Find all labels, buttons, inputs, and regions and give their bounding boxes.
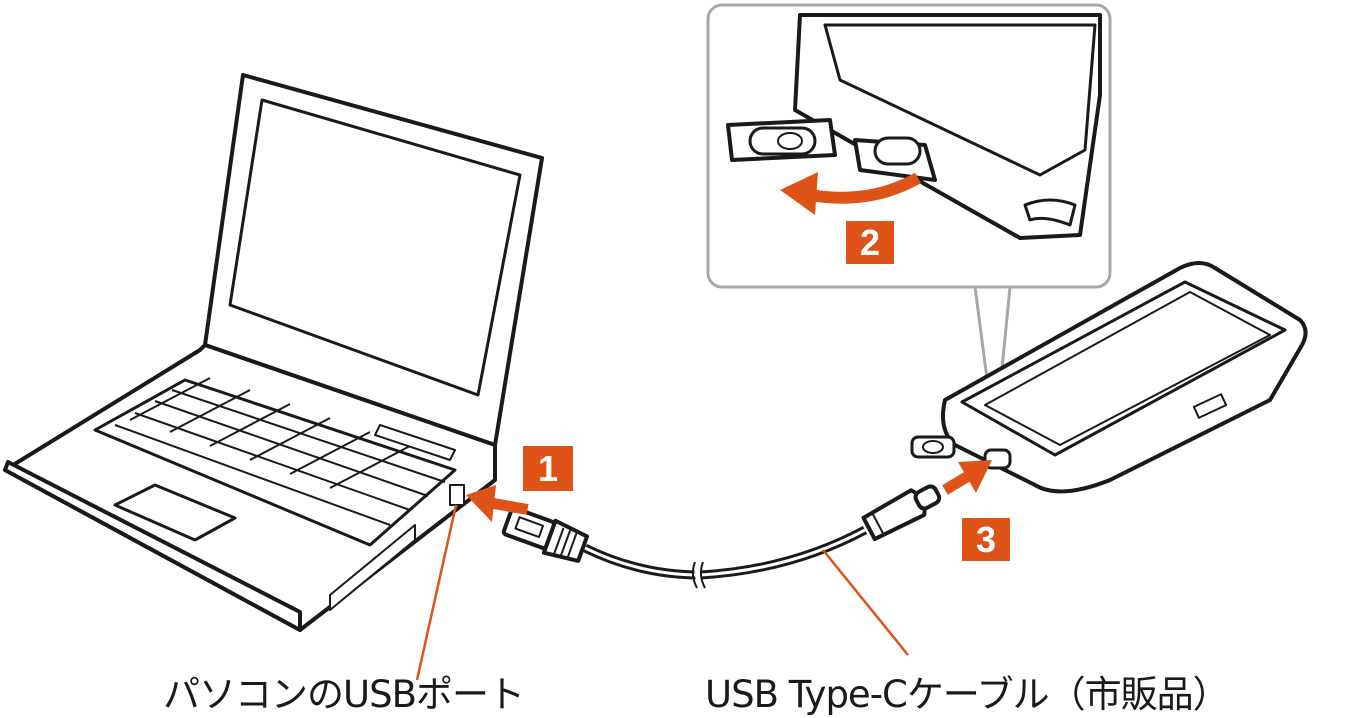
insert-arrow-pc bbox=[466, 485, 529, 522]
open-cover-arrow bbox=[809, 172, 921, 204]
insert-arrow-phone bbox=[942, 460, 992, 495]
step-3-badge-bg bbox=[962, 518, 1010, 561]
cable-label: USB Type-Cケーブル（市販品） bbox=[705, 673, 1230, 716]
step-2-badge-bg bbox=[846, 221, 894, 264]
callout-box bbox=[706, 3, 1112, 441]
step-1-badge-bg bbox=[523, 446, 573, 491]
step-1-badge: 1 bbox=[537, 448, 559, 489]
smartphone-illustration bbox=[910, 261, 1308, 494]
pc-usb-port-label: パソコンのUSBポート bbox=[163, 673, 525, 716]
leader-line-pc-port bbox=[415, 504, 458, 681]
step-2-badge: 2 bbox=[859, 222, 881, 263]
leader-line-cable bbox=[822, 549, 909, 656]
usb-cable-illustration bbox=[501, 484, 942, 589]
step-3-badge: 3 bbox=[975, 519, 997, 560]
laptop-illustration bbox=[3, 73, 544, 632]
